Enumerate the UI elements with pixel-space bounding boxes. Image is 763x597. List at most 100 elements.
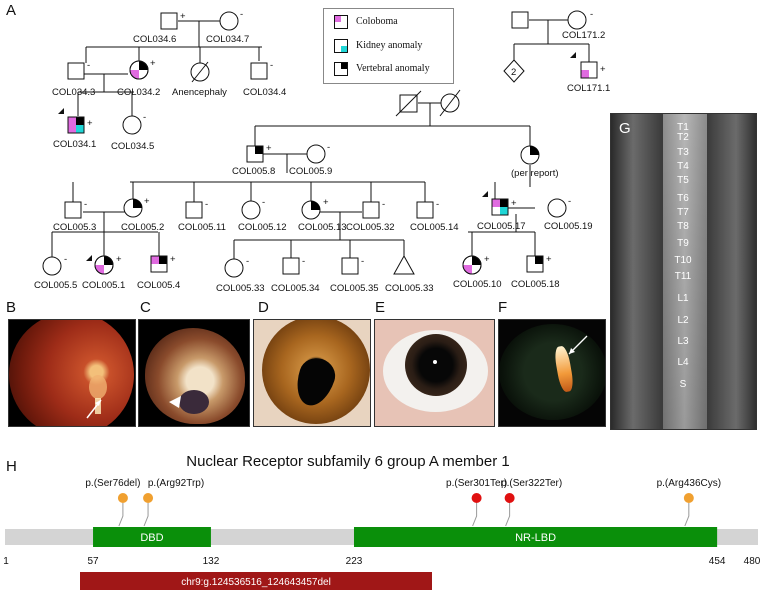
axis-tick-57: 57: [87, 556, 99, 567]
variant-stem-76: [118, 503, 124, 527]
domain-nr-lbd: [353, 527, 718, 547]
vertebra-label-t4: T4: [677, 161, 689, 172]
vertebra-label-l3: L3: [677, 336, 689, 347]
pedigree-male-col005-8: [246, 145, 264, 163]
pedigree-female-col034-2: [129, 60, 149, 80]
vertebra-label-t7: T7: [677, 207, 689, 218]
vertebra-label-l1: L1: [677, 293, 689, 304]
pedigree-female-col171-2: [567, 10, 587, 30]
pedigree-female-col034-7: [219, 11, 239, 31]
domain-dbd: [93, 527, 211, 547]
pedigree-female-col005-9: [306, 144, 326, 164]
label-col034-5: COL034.5: [111, 141, 154, 152]
axis-tick-132: 132: [203, 556, 220, 567]
label-col005-17: COL005.17: [477, 221, 526, 232]
label-col005-4: COL005.4: [137, 280, 180, 291]
pedigree-female-col005-10: [462, 255, 482, 275]
variant-marker-322: [504, 493, 515, 503]
vertebra-label-t1: T1: [677, 122, 689, 133]
pedigree-male-col005-32: [362, 201, 380, 219]
label-col005-9: COL005.9: [289, 166, 332, 177]
label-col005-33b: COL005.33: [385, 283, 434, 294]
pedigree-female-col034-5: [122, 115, 142, 135]
protein-diagram: Nuclear Receptor subfamily 6 group A mem…: [3, 453, 761, 590]
sign-col005-17: +: [511, 198, 517, 209]
variant-label-436: p.(Arg436Cys): [657, 478, 721, 489]
pedigree-female-col005-19: [547, 198, 567, 218]
proband-arrow-col034: [58, 108, 64, 114]
label-col034-2: COL034.2: [117, 87, 160, 98]
sign-col005-1: +: [116, 254, 122, 265]
pedigree-male-col005-35: [341, 257, 359, 275]
axis-tick-454: 454: [709, 556, 726, 567]
panel-label-h: H: [6, 458, 17, 475]
sign-col034-5: -: [143, 112, 146, 123]
sign-col034-6: +: [180, 11, 186, 22]
label-col005-12: COL005.12: [238, 222, 287, 233]
pedigree-male-col034-1: [67, 116, 85, 134]
variant-stem-322: [505, 503, 511, 527]
sign-col005-8: +: [266, 143, 272, 154]
vertebra-label-t8: T8: [677, 221, 689, 232]
label-col005-1: COL005.1: [82, 280, 125, 291]
pedigree-male-col171-1: [580, 61, 598, 79]
pedigree-male-col005-18: [526, 255, 544, 273]
vertebra-label-t5: T5: [677, 175, 689, 186]
sign-col005-4: +: [170, 254, 176, 265]
sign-col005-19: -: [568, 196, 571, 207]
sign-col171-1: +: [600, 64, 606, 75]
label-col005-14: COL005.14: [410, 222, 459, 233]
variant-stem-301: [472, 503, 478, 527]
label-col034-3: COL034.3: [52, 87, 95, 98]
pedigree-male-col171-father: [511, 11, 529, 29]
domain-label-dbd: DBD: [140, 532, 163, 544]
sign-col034-7: -: [240, 9, 243, 20]
sign-col171-2: -: [590, 9, 593, 20]
sign-col005-9: -: [327, 142, 330, 153]
vertebra-label-t6: T6: [677, 193, 689, 204]
variant-marker-76: [117, 493, 128, 503]
sign-col005-11: -: [205, 199, 208, 210]
panel-label-f: F: [498, 299, 508, 316]
label-col005-34: COL005.34: [271, 283, 320, 294]
label-col005-13: COL005.13: [298, 222, 347, 233]
pedigree-male-col005-4: [150, 255, 168, 273]
label-col005-11: COL005.11: [178, 222, 226, 233]
phenotype-legend: Coloboma Kidney anomaly Vertebral anomal…: [323, 8, 454, 84]
sign-col005-32: -: [382, 199, 385, 210]
pedigree-female-col005-1: [94, 255, 114, 275]
pedigree-male-col005-34: [282, 257, 300, 275]
label-col005-5: COL005.5: [34, 280, 77, 291]
label-siblings-count: 2: [511, 67, 516, 78]
pedigree-male-col005-14: [416, 201, 434, 219]
vertebra-label-t2: T2: [677, 132, 689, 143]
domain-label-nr-lbd: NR-LBD: [515, 532, 556, 544]
eye-photo: [374, 319, 495, 427]
label-col005-3: COL005.3: [53, 222, 96, 233]
label-col034-7: COL034.7: [206, 34, 249, 45]
optic-disc-photo: [138, 319, 250, 427]
panel-label-a: A: [6, 2, 17, 19]
pedigree-female-col005-2: [123, 198, 143, 218]
panel-label-c: C: [140, 299, 151, 316]
variant-marker-301: [471, 493, 482, 503]
kidney-symbol: [334, 39, 348, 53]
sign-col005-12: -: [262, 197, 265, 208]
label-col171-1: COL171.1: [567, 83, 610, 94]
sign-col005-5: -: [64, 254, 67, 265]
label-col005-33: COL005.33: [216, 283, 265, 294]
panel-label-b: B: [6, 299, 17, 316]
pedigree-female-col005-5: [42, 256, 62, 276]
proband-arrow-col171: [570, 52, 576, 58]
pedigree-deceased-anencephaly: [190, 61, 210, 83]
variant-label-92: p.(Arg92Trp): [148, 478, 204, 489]
variant-marker-92: [143, 493, 154, 503]
pedigree-male-col034-3: [67, 62, 85, 80]
pedigree-female-per-report: [520, 145, 540, 165]
panel-label-d: D: [258, 299, 269, 316]
sign-col005-35: -: [361, 256, 364, 267]
deletion-bar: [80, 572, 432, 590]
variant-label-76: p.(Ser76del): [85, 478, 140, 489]
